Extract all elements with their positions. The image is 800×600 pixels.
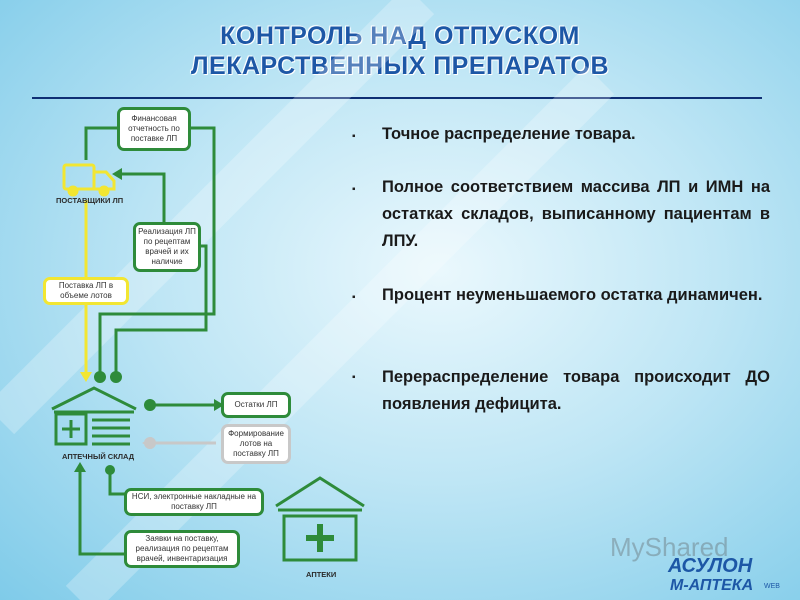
nsi-box: НСИ, электронные накладные на поставку Л… bbox=[124, 488, 264, 516]
supply-lots-box: Поставка ЛП в объеме лотов bbox=[43, 277, 129, 305]
truck-icon bbox=[62, 163, 116, 197]
logo: АСУЛОН М-АПТЕКА WEB bbox=[664, 555, 794, 599]
warehouse-label: АПТЕЧНЫЙ СКЛАД bbox=[62, 452, 135, 461]
suppliers-label: ПОСТАВЩИКИ ЛП bbox=[56, 196, 124, 205]
logo-line-2: М-АПТЕКА bbox=[670, 577, 754, 594]
bullet-item-1: Точное распределение товара. bbox=[382, 125, 636, 143]
title-line-2: ЛЕКАРСТВЕННЫХ ПРЕПАРАТОВ bbox=[191, 52, 609, 80]
logo-suffix: WEB bbox=[764, 583, 780, 590]
watermark: MyShared bbox=[610, 532, 729, 562]
warehouse-icon bbox=[51, 386, 137, 446]
bullet-item-2: Полное соответствием массива ЛП и ИМН на… bbox=[382, 178, 770, 250]
title-divider bbox=[32, 97, 762, 99]
pharmacies-label: АПТЕКИ bbox=[306, 570, 337, 579]
lots-formation-box: Формирование лотов на поставку ЛП bbox=[221, 424, 291, 464]
realization-box: Реализация ЛП по рецептам врачей и их на… bbox=[133, 222, 201, 272]
bullet-marker: ▪ bbox=[352, 184, 356, 195]
bullet-marker: ▪ bbox=[352, 372, 356, 383]
bullet-marker: ▪ bbox=[352, 131, 356, 142]
bullet-marker: ▪ bbox=[352, 292, 356, 303]
finance-report-box: Финансовая отчетность по поставке ЛП bbox=[117, 107, 191, 151]
bullet-item-3: Процент неуменьшаемого остатка динамичен… bbox=[382, 286, 763, 304]
bullet-item-4: Перераспределение товара происходит ДО п… bbox=[382, 368, 770, 413]
pharmacy-icon bbox=[275, 476, 365, 562]
title-line-1: КОНТРОЛЬ НАД ОТПУСКОМ bbox=[220, 22, 580, 50]
requests-box: Заявки на поставку, реализация по рецепт… bbox=[124, 530, 240, 568]
stock-box: Остатки ЛП bbox=[221, 392, 291, 418]
logo-line-1: АСУЛОН bbox=[668, 555, 753, 577]
